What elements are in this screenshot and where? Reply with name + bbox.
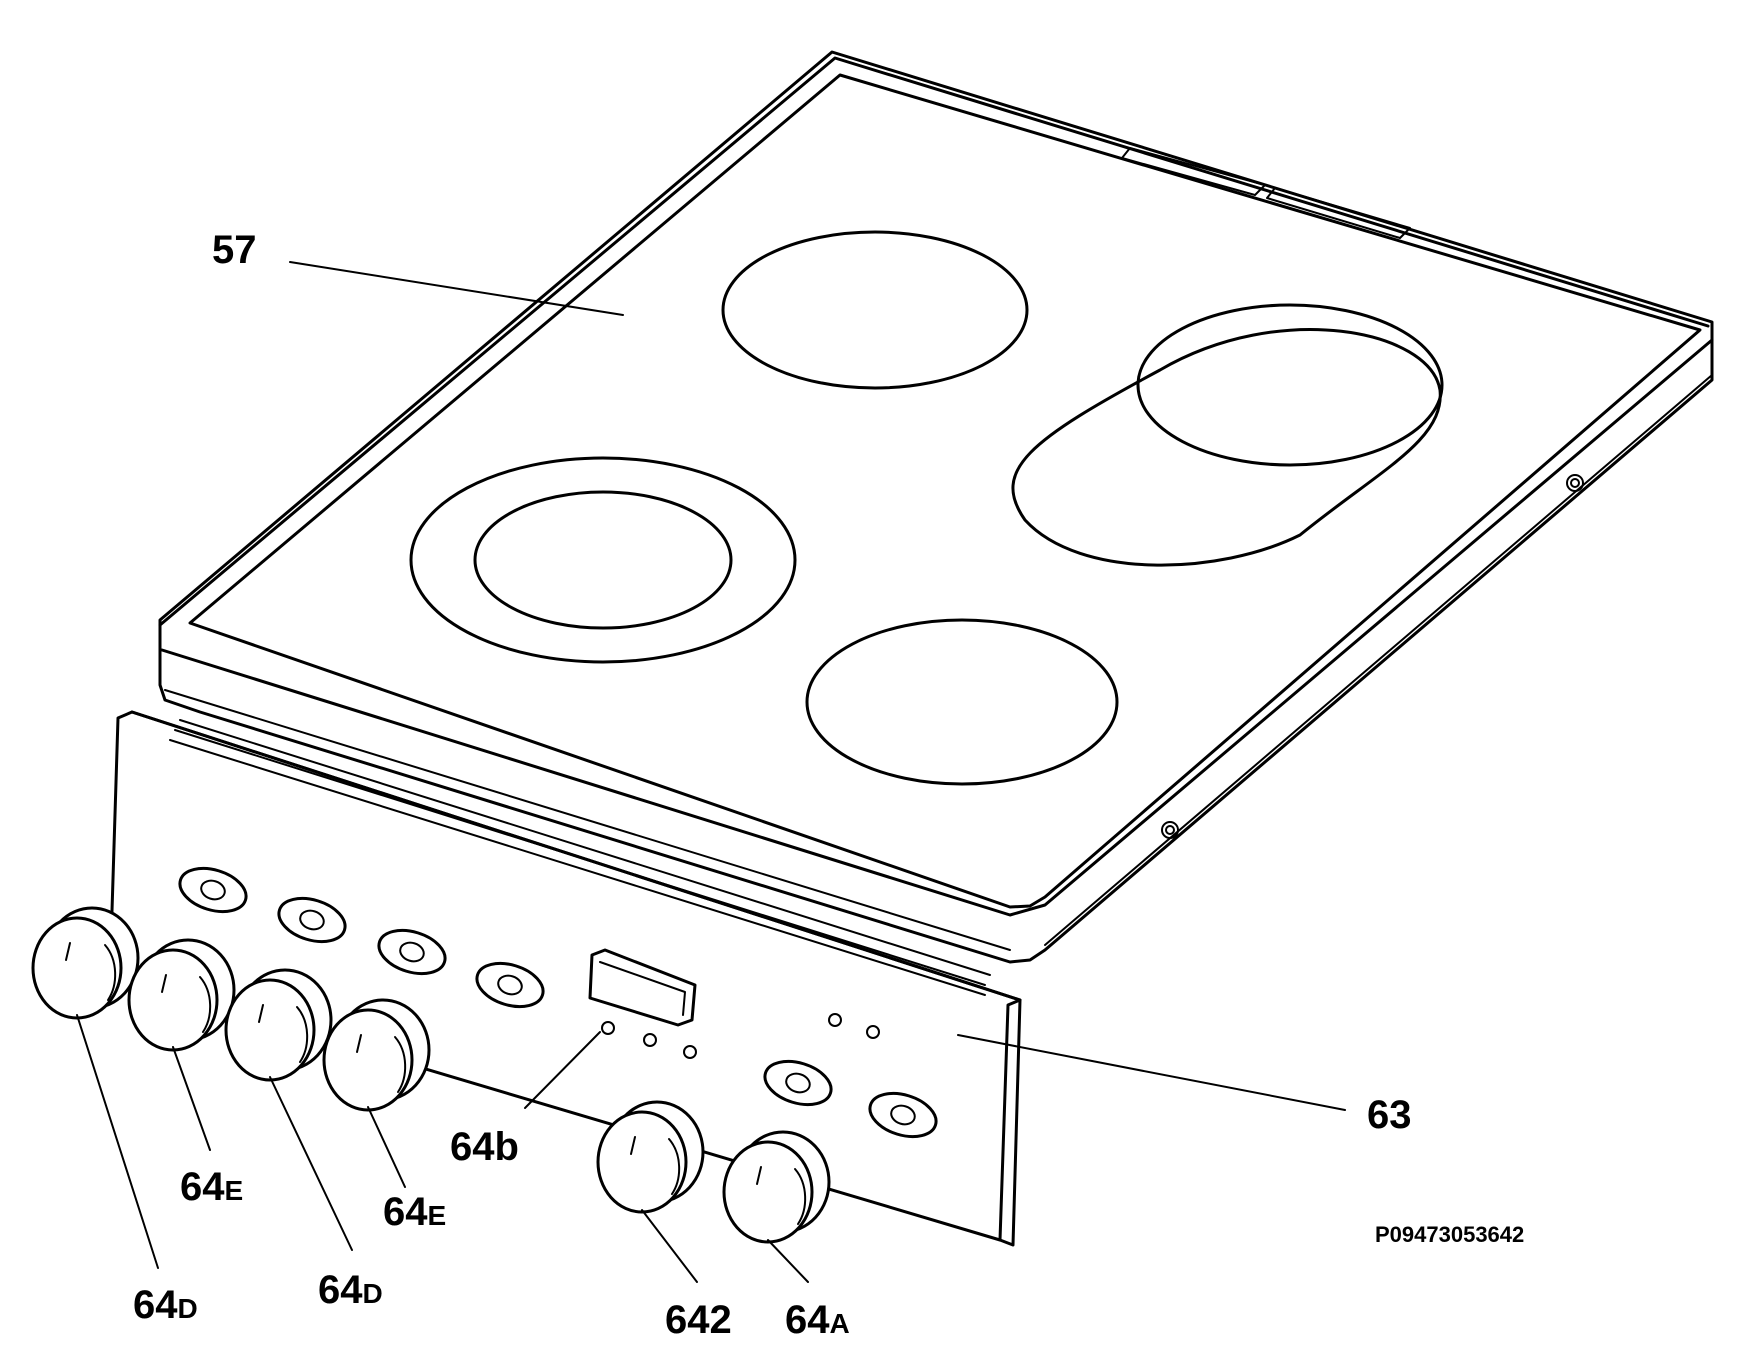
- leader-lines: [76, 261, 1346, 1283]
- label-57: 57: [212, 228, 257, 272]
- knob-64d-mid: [224, 968, 333, 1082]
- ceramic-hob-top: [158, 50, 1714, 964]
- cooking-zone-rear-left: [721, 230, 1029, 390]
- label-64d-mid: 64D: [318, 1268, 383, 1312]
- knob-64d-left: [31, 906, 140, 1020]
- knob-64e-mid: [322, 998, 431, 1112]
- cooking-zone-front-right: [805, 618, 1119, 786]
- label-64d-left: 64D: [133, 1283, 198, 1327]
- label-64e-left: 64E: [180, 1165, 243, 1209]
- label-64b: 64b: [450, 1125, 519, 1169]
- knob-64e-left: [127, 938, 236, 1052]
- drawing-code: P09473053642: [1375, 1222, 1524, 1247]
- label-63: 63: [1367, 1093, 1412, 1137]
- cooking-zone-dual-outer: [409, 456, 797, 664]
- knob-642: [596, 1100, 705, 1214]
- knob-mounts: [178, 866, 938, 1139]
- label-64a: 64A: [785, 1298, 850, 1342]
- cooking-zone-oval-right: [1011, 328, 1442, 567]
- cooking-zone-dual-inner: [473, 490, 733, 630]
- label-642: 642: [665, 1298, 732, 1342]
- part-labels: 57 63 64b 64D 64E 64D 64E 642 64A P09473…: [133, 228, 1524, 1342]
- control-knobs: [31, 906, 831, 1244]
- control-panel: [108, 710, 1022, 1247]
- label-64e-mid: 64E: [383, 1190, 446, 1234]
- knob-64a: [722, 1130, 831, 1244]
- cooking-zones: [409, 230, 1444, 786]
